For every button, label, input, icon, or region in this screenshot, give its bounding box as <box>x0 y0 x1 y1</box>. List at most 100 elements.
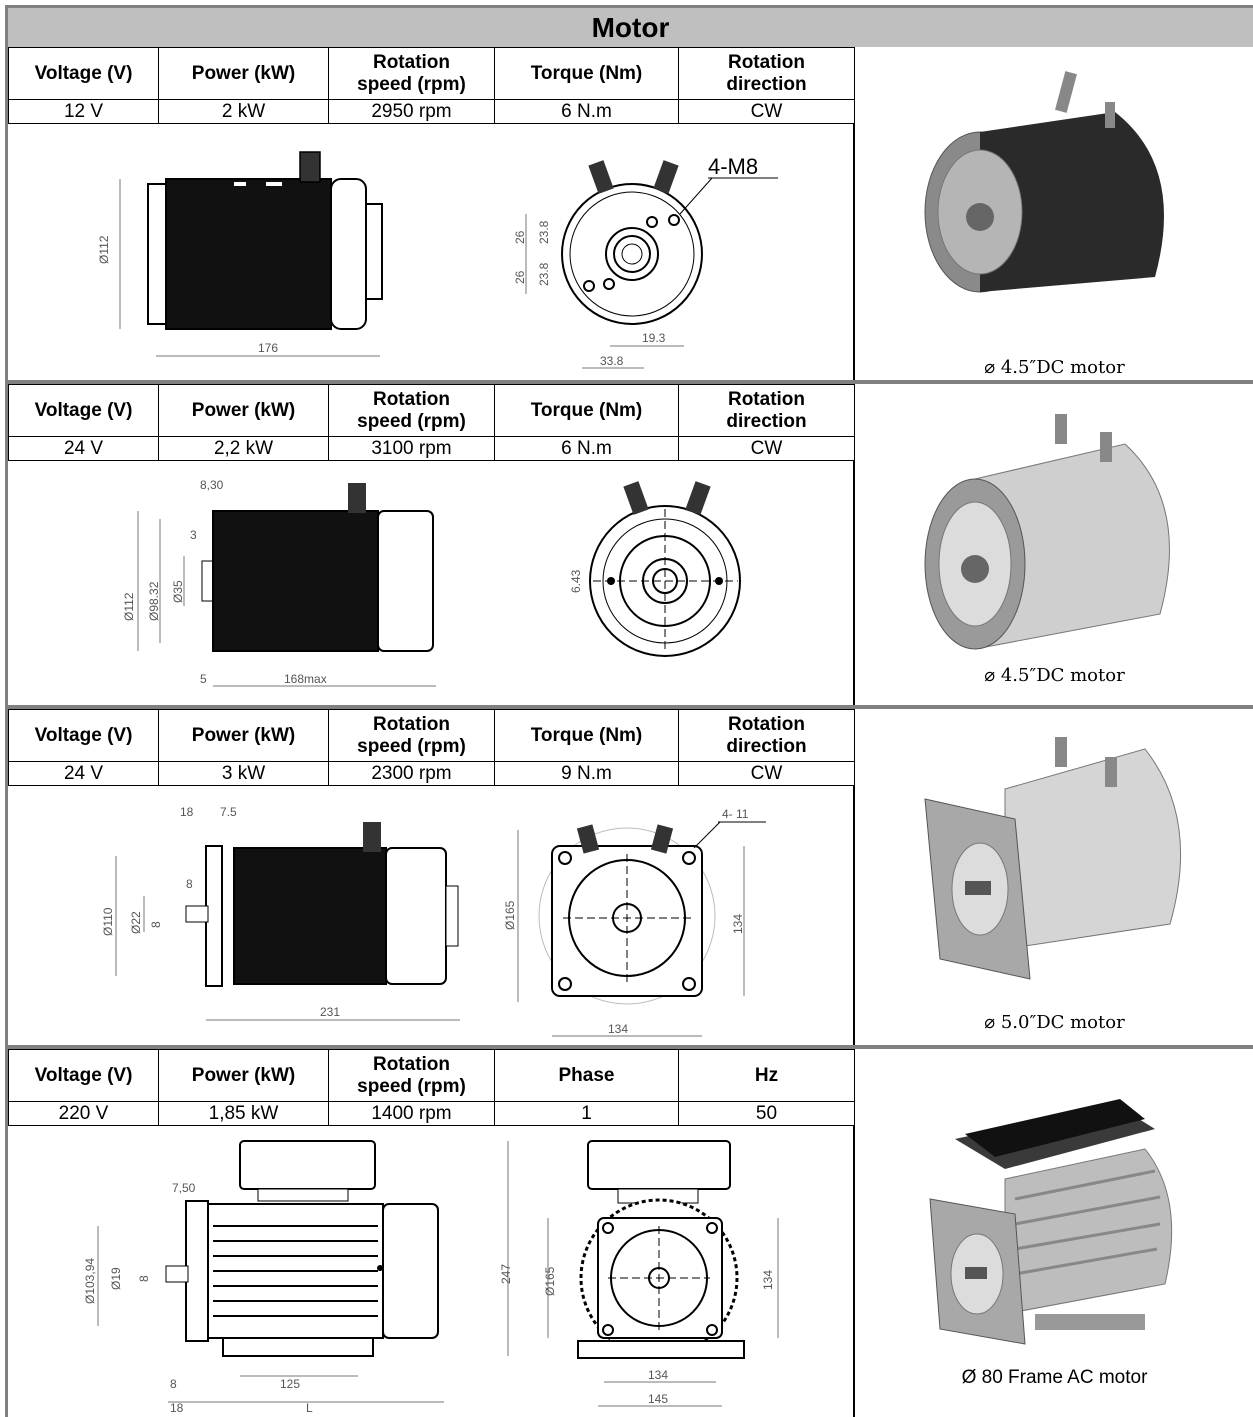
cell-direction: CW <box>678 99 855 124</box>
dim-eight: 8 <box>137 1275 151 1282</box>
dim-dia3: Ø165 <box>503 900 517 930</box>
motor-4-render <box>929 1099 1173 1345</box>
dim-sqb: 134 <box>608 1022 628 1036</box>
dim-sq: 134 <box>731 914 745 934</box>
header-phase: Phase <box>494 1049 679 1102</box>
divider <box>8 1045 1253 1049</box>
cell-power: 1,85 kW <box>158 1101 329 1126</box>
motor-2-drawings: 8,30 3 Ø112 Ø98.32 Ø35 5 168max <box>122 478 741 687</box>
dim-dia1: Ø103,94 <box>83 1258 97 1304</box>
cell-torque: 9 N.m <box>494 761 679 786</box>
dim-dia3: Ø35 <box>171 580 185 603</box>
dim-eight: 8 <box>186 877 193 891</box>
header-voltage: Voltage (V) <box>8 709 159 762</box>
cell-hz: 50 <box>678 1101 855 1126</box>
header-voltage: Voltage (V) <box>8 47 159 100</box>
dim-five: 5 <box>200 672 207 686</box>
cell-speed: 2950 rpm <box>328 99 495 124</box>
dim-holes: 4-M8 <box>708 154 758 179</box>
dim-t: 7,50 <box>172 1181 196 1195</box>
dim-height: 247 <box>499 1264 513 1284</box>
dim-dia1: Ø112 <box>122 592 136 621</box>
dim-holes: 4- 11 <box>722 807 749 821</box>
dim-w1: 125 <box>280 1377 300 1391</box>
cell-torque: 6 N.m <box>494 99 679 124</box>
header-torque: Torque (Nm) <box>494 47 679 100</box>
dim-top: 8,30 <box>200 478 224 492</box>
front-view: 4- 11 Ø165 134 134 <box>503 807 766 1037</box>
motor-4-drawings: 7,50 Ø103,94 Ø19 8 247 8 18 125 L <box>83 1140 779 1415</box>
header-power: Power (kW) <box>158 384 329 437</box>
technical-drawing-2: 8,30 3 Ø112 Ø98.32 Ø35 5 168max <box>8 461 854 705</box>
cell-speed: 2300 rpm <box>328 761 495 786</box>
side-view: 7,50 Ø103,94 Ø19 8 247 8 18 125 L <box>83 1140 513 1415</box>
motor-caption-3: ⌀ 5.0″DC motor <box>984 1012 1125 1033</box>
dim-dia2: Ø19 <box>109 1267 123 1290</box>
dim-length: 231 <box>320 1005 340 1019</box>
cell-direction: CW <box>678 436 855 461</box>
motor-caption-4: Ø 80 Frame AC motor <box>961 1367 1148 1388</box>
dim-length: 176 <box>258 341 278 355</box>
header-power: Power (kW) <box>158 709 329 762</box>
header-torque: Torque (Nm) <box>494 709 679 762</box>
cell-speed: 3100 rpm <box>328 436 495 461</box>
motor-photo-2: ⌀ 4.5″DC motor <box>854 384 1253 705</box>
dim-d: 23.8 <box>537 262 551 286</box>
motor-caption-1: ⌀ 4.5″DC motor <box>984 357 1125 378</box>
motor-2-render <box>924 414 1170 650</box>
dim-b1: 8 <box>170 1377 177 1391</box>
dim-dia2: Ø22 <box>129 911 143 934</box>
motor-caption-2: ⌀ 4.5″DC motor <box>984 665 1125 686</box>
header-power: Power (kW) <box>158 47 329 100</box>
dim-b: 23.8 <box>537 220 551 244</box>
cell-phase: 1 <box>494 1101 679 1126</box>
motor-photo-1: ⌀ 4.5″DC motor <box>854 47 1253 380</box>
front-view: Ø165 134 134 145 <box>543 1140 779 1407</box>
dim-c: 26 <box>513 270 527 284</box>
front-view: 4-M8 26 23.8 26 23.8 19.3 33.8 <box>513 154 778 369</box>
side-view: 8,30 3 Ø112 Ø98.32 Ø35 5 168max <box>122 478 436 687</box>
dim-w4: 145 <box>648 1392 668 1406</box>
side-view: 18 7.5 8 Ø110 Ø22 8 231 <box>101 805 460 1021</box>
technical-drawing-1: Ø112 176 4-M8 <box>8 124 854 380</box>
dim-eight2: 8 <box>149 921 163 928</box>
technical-drawing-3: 18 7.5 8 Ø110 Ø22 8 231 <box>8 786 854 1045</box>
cell-voltage: 12 V <box>8 99 159 124</box>
dim-e: 19.3 <box>642 331 666 345</box>
dim-dia2: Ø98.32 <box>147 581 161 621</box>
dim-a: 26 <box>513 230 527 244</box>
dim-t1: 18 <box>180 805 194 819</box>
dim-diameter: Ø112 <box>97 235 111 264</box>
header-voltage: Voltage (V) <box>8 1049 159 1102</box>
cell-voltage: 24 V <box>8 761 159 786</box>
header-voltage: Voltage (V) <box>8 384 159 437</box>
cell-torque: 6 N.m <box>494 436 679 461</box>
dim-w3: 134 <box>648 1368 668 1382</box>
header-torque: Torque (Nm) <box>494 384 679 437</box>
dim-side: 134 <box>761 1270 775 1290</box>
dim-dia1: Ø110 <box>101 907 115 936</box>
dim-dia3: Ø165 <box>543 1266 557 1296</box>
dim-t2: 7.5 <box>220 805 237 819</box>
front-view: 6.43 <box>569 481 741 657</box>
cell-power: 2,2 kW <box>158 436 329 461</box>
divider <box>8 705 1253 709</box>
cell-voltage: 24 V <box>8 436 159 461</box>
page-title: Motor <box>8 5 1253 47</box>
cell-direction: CW <box>678 761 855 786</box>
dim-w2: L <box>306 1401 313 1415</box>
dim-three: 3 <box>190 528 197 542</box>
header-hz: Hz <box>678 1049 855 1102</box>
